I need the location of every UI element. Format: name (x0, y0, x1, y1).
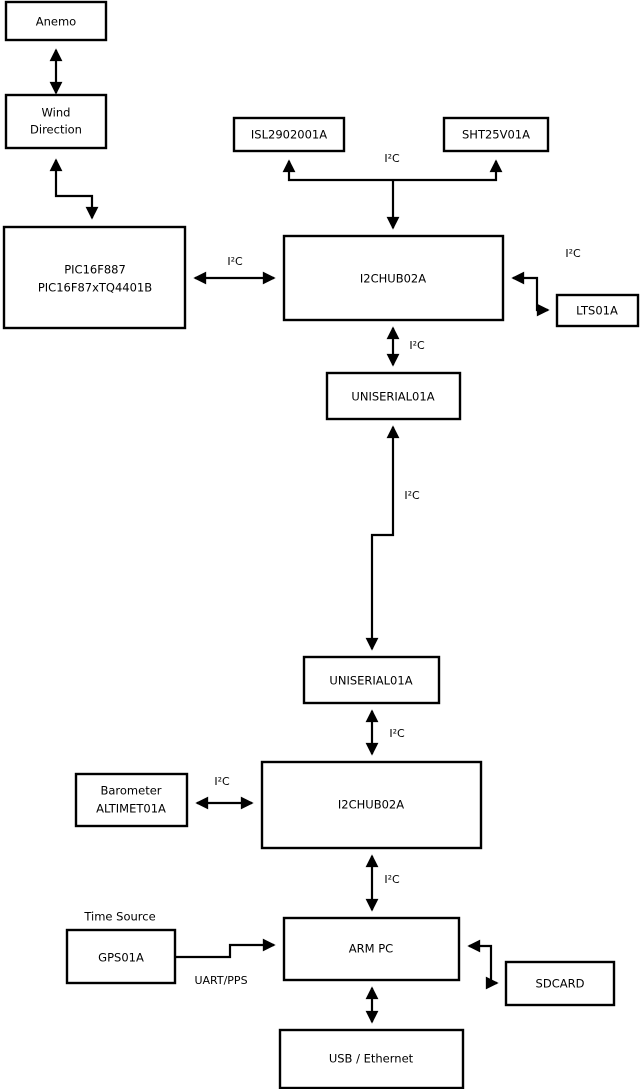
node-usb-ethernet[interactable]: USB / Ethernet (278, 1028, 465, 1089)
edge-label-uart-pps: UART/PPS (194, 974, 247, 987)
node-sht25v01a[interactable]: SHT25V01A (442, 116, 550, 153)
node-anemo[interactable]: Anemo (4, 0, 108, 42)
node-lts01a-label: LTS01A (576, 304, 618, 318)
node-gps01a[interactable]: GPS01A (65, 928, 177, 985)
edge-hub-lts (511, 271, 550, 317)
node-i2chub02a-bottom-label: I2CHUB02A (338, 798, 404, 812)
node-uniserial01a-bottom-label: UNISERIAL01A (329, 674, 412, 688)
free-labels-layer: Time Source (83, 910, 155, 924)
node-i2chub02a-top-label: I2CHUB02A (360, 272, 426, 286)
node-lts01a[interactable]: LTS01A (555, 293, 640, 328)
edge-gps-armpc (175, 938, 276, 959)
node-barometer-label-line2: ALTIMET01A (96, 802, 166, 816)
node-pic-mcu-label-line1: PIC16F887 (64, 263, 126, 277)
edges-layer (49, 48, 550, 1024)
node-i2chub02a-top[interactable]: I2CHUB02A (282, 234, 505, 322)
edge-label-i2c-uniserial-link: I²C (404, 489, 420, 502)
edge-label-i2c-pic-hub: I²C (227, 255, 243, 268)
node-uniserial01a-bottom[interactable]: UNISERIAL01A (302, 655, 441, 705)
node-uniserial01a-top-label: UNISERIAL01A (351, 390, 434, 404)
node-anemo-label: Anemo (36, 15, 76, 29)
edge-label-i2c-barometer-hub: I²C (214, 775, 230, 788)
node-wind-direction-label-line2: Direction (30, 123, 82, 137)
edge-wind-pic (49, 158, 99, 220)
node-barometer[interactable]: Barometer ALTIMET01A (74, 772, 189, 828)
node-isl2902001a[interactable]: ISL2902001A (232, 116, 346, 153)
node-sdcard-label: SDCARD (536, 977, 585, 991)
edge-armpc-sdcard (467, 939, 499, 990)
node-usb-ethernet-label: USB / Ethernet (329, 1052, 414, 1066)
edge-label-i2c-hub-uniserial: I²C (409, 339, 425, 352)
edge-label-i2c-top-sensors: I²C (384, 152, 400, 165)
node-pic-mcu[interactable]: PIC16F887 PIC16F87xTQ4401B (2, 225, 187, 330)
node-pic-mcu-label-line2: PIC16F87xTQ4401B (38, 281, 152, 295)
node-barometer-label-line1: Barometer (100, 784, 161, 798)
node-arm-pc[interactable]: ARM PC (282, 916, 461, 982)
edge-label-i2c-hub-lts: I²C (565, 247, 581, 260)
node-uniserial01a-top[interactable]: UNISERIAL01A (325, 371, 462, 421)
node-sdcard[interactable]: SDCARD (504, 960, 616, 1007)
edge-labels-layer: I²C I²C I²C I²C I²C I²C I²C I²C UART/PPS (194, 152, 581, 987)
node-i2chub02a-bottom[interactable]: I2CHUB02A (260, 760, 483, 850)
edge-label-i2c-hub-armpc: I²C (384, 873, 400, 886)
label-time-source: Time Source (83, 910, 155, 924)
node-gps01a-label: GPS01A (98, 951, 144, 965)
node-arm-pc-label: ARM PC (349, 942, 393, 956)
edge-label-i2c-uniserial-hub-bottom: I²C (389, 727, 405, 740)
node-sht25v01a-label: SHT25V01A (462, 128, 530, 142)
node-wind-direction-label-line1: Wind (42, 106, 71, 120)
node-isl2902001a-label: ISL2902001A (251, 128, 327, 142)
edge-uniserial-link (365, 425, 400, 651)
node-wind-direction[interactable]: Wind Direction (4, 93, 108, 150)
